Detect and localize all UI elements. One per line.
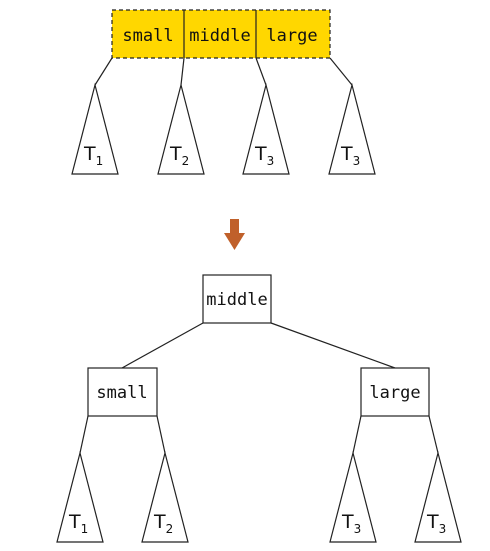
link — [156, 415, 166, 454]
subtree-triangle — [56, 450, 104, 543]
link — [94, 57, 113, 86]
subtree-label: T1 — [68, 511, 88, 536]
right-child-node: large — [360, 367, 430, 417]
result-subtrees — [56, 450, 462, 543]
subtree-label: T3 — [340, 143, 360, 168]
subtree-triangle — [157, 82, 205, 175]
subtree-triangle — [328, 82, 376, 175]
key-large: large — [266, 26, 317, 46]
subtree-label: T2 — [169, 143, 189, 168]
link — [180, 57, 185, 86]
subtree-label: T3 — [426, 511, 446, 536]
top-subtree-labels: T1 T2 T3 T3 — [83, 143, 360, 168]
subtree-triangle — [71, 82, 119, 175]
overflow-node: small middle large — [111, 9, 331, 59]
link — [79, 415, 89, 454]
link — [352, 415, 362, 454]
link — [329, 57, 353, 86]
subtree-triangle — [414, 450, 462, 543]
subtree-triangle — [141, 450, 189, 543]
left-child-node: small — [87, 367, 158, 417]
overflow-node-box — [111, 9, 331, 59]
root-key: middle — [206, 290, 267, 310]
result-links — [79, 322, 439, 454]
right-child-key: large — [369, 383, 420, 403]
subtree-label: T1 — [83, 143, 103, 168]
root-node: middle — [202, 274, 272, 324]
link — [428, 415, 439, 454]
down-arrow-icon — [224, 219, 245, 250]
left-child-key: small — [96, 383, 147, 403]
result-subtree-labels: T1 T2 T3 T3 — [68, 511, 446, 536]
link — [121, 322, 204, 369]
link — [270, 322, 396, 369]
subtree-triangle — [242, 82, 290, 175]
overflow-node-links — [94, 57, 353, 86]
subtree-label: T3 — [254, 143, 274, 168]
key-small: small — [122, 26, 173, 46]
top-subtrees — [71, 82, 376, 175]
link — [255, 57, 267, 86]
subtree-label: T2 — [153, 511, 173, 536]
subtree-triangle — [329, 450, 377, 543]
subtree-label: T3 — [341, 511, 361, 536]
key-middle: middle — [189, 26, 250, 46]
